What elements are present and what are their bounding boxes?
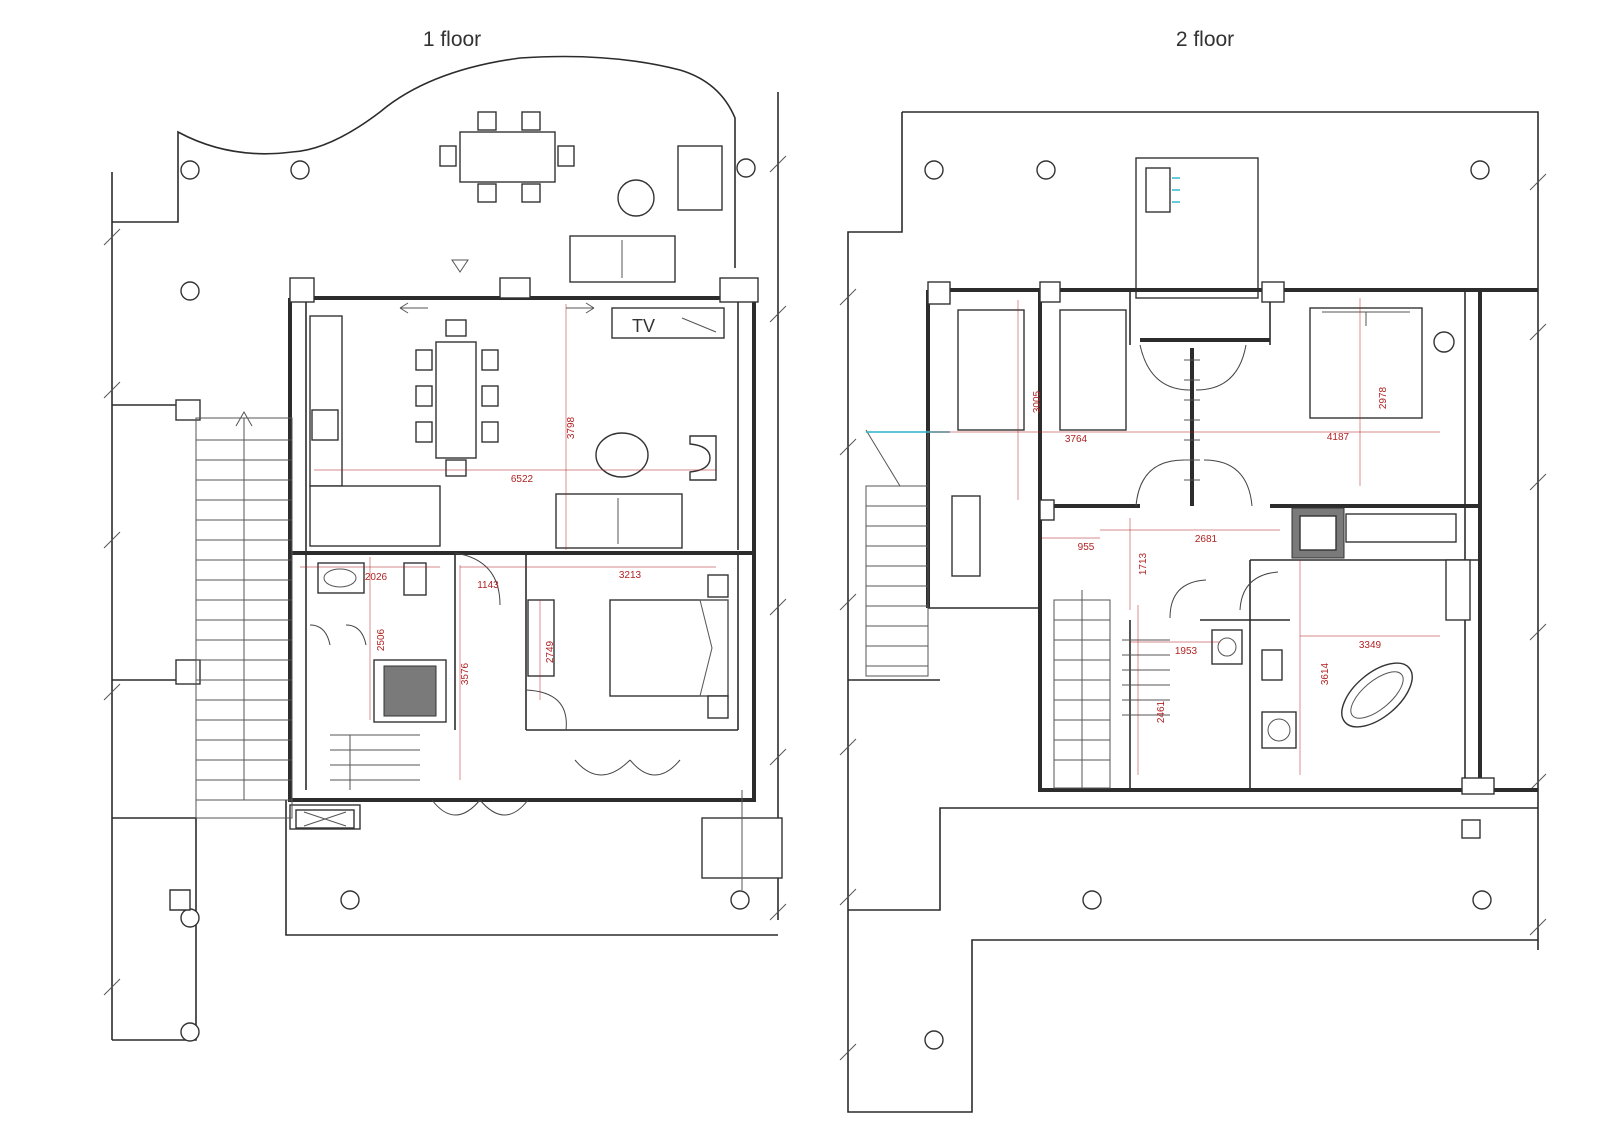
- floor-1-columns: [180, 158, 756, 1042]
- dim-3213: 3213: [619, 570, 642, 581]
- dim-3764: 3764: [1065, 434, 1088, 445]
- sliding-door-arrow-left: [399, 302, 428, 314]
- living-armchair: [689, 435, 717, 481]
- floor-2-washer: [1261, 711, 1297, 749]
- floor-2-door-arcs: [1135, 344, 1279, 619]
- dim-2681: 2681: [1195, 534, 1218, 545]
- floor-2-landing-steps: [1122, 639, 1170, 716]
- dim-4187: 4187: [1327, 432, 1350, 443]
- floor-2-bath-vanity: [1445, 559, 1471, 621]
- floor-1-bed: [609, 599, 729, 697]
- floor-1-inner-stair: [330, 734, 420, 790]
- floor-2-balcony-line: [848, 679, 1538, 911]
- floor-1-title: 1 floor: [423, 28, 481, 51]
- dim-2461: 2461: [1156, 700, 1167, 723]
- floor-2-staircase-inner: [1053, 590, 1111, 789]
- floor-1-stair-marker: [169, 889, 191, 911]
- floor-2-twin-bed-left: [957, 309, 1025, 431]
- dim-2506: 2506: [376, 628, 387, 651]
- floor-1-house-walls: [288, 296, 756, 802]
- floor-2-bedroom-lamp: [1433, 331, 1455, 353]
- floor-2-staircase-left: [865, 429, 929, 677]
- dim-2978: 2978: [1378, 386, 1389, 409]
- floor-1-nightstand-top: [707, 574, 729, 598]
- floor-1-dimension-lines: [300, 304, 716, 780]
- patio-armchair: [677, 145, 723, 211]
- floor-2-double-bed: [1309, 307, 1423, 419]
- floor-2-outline: [847, 111, 1539, 1113]
- dim-2026: 2026: [365, 572, 388, 583]
- floor-2-axis-ticks: [839, 173, 1547, 1061]
- floor-1-door-arcs: [309, 552, 681, 816]
- dim-3798: 3798: [566, 416, 577, 439]
- floor-1-shower-tray: [383, 665, 437, 717]
- dim-3005: 3005: [1032, 390, 1043, 413]
- patio-dining-table: [439, 111, 575, 203]
- floor-1-toilet: [403, 562, 427, 596]
- floor-2-columns: [924, 160, 1492, 1050]
- floor-2-roof-vent-lines: [1172, 177, 1180, 203]
- floor-2-title: 2 floor: [1176, 28, 1234, 51]
- dim-3576: 3576: [460, 662, 471, 685]
- dim-2749: 2749: [545, 640, 556, 663]
- floor-1-staircase: [195, 410, 293, 819]
- dim-955: 955: [1078, 542, 1095, 553]
- floor-2-roof-vent: [1145, 167, 1171, 213]
- dim-1713: 1713: [1138, 552, 1149, 575]
- floor-1-axis-ticks: [103, 155, 787, 996]
- floor-2-bathtub: [1341, 662, 1413, 728]
- floor-1-inner-walls: [305, 298, 739, 790]
- dim-1953: 1953: [1175, 646, 1198, 657]
- entrance-marker: [451, 259, 469, 273]
- patio-round-table: [617, 179, 655, 217]
- floor-2-small-sink: [1211, 629, 1243, 665]
- floor-1-sink: [317, 562, 365, 594]
- floor-2-toilet: [1261, 649, 1283, 681]
- floor-1-terrace-outline: [111, 55, 779, 1040]
- floor-1-plan: 1 floor: [103, 28, 787, 1042]
- dim-3614: 3614: [1320, 662, 1331, 685]
- living-sofa: [555, 493, 683, 549]
- dim-6522: 6522: [511, 474, 534, 485]
- floor-1-wardrobe: [527, 599, 555, 677]
- dim-1143: 1143: [477, 580, 499, 591]
- floor-2-wall-posts: [927, 281, 1495, 839]
- living-coffee-table: [595, 432, 649, 478]
- floor-2-bedroom-dresser: [1345, 513, 1457, 543]
- sliding-door-arrow-right: [566, 302, 595, 314]
- floor-2-desk: [951, 495, 981, 577]
- tv-unit: [611, 307, 725, 339]
- tv-label: TV: [632, 316, 655, 336]
- floor-2-dimension-lines: [930, 298, 1440, 775]
- floor-2-inner-walls: [928, 290, 1480, 790]
- floor-1-nightstand-bottom: [707, 695, 729, 719]
- kitchen-counter: [309, 315, 441, 547]
- floor-2-twin-bed-right: [1059, 309, 1127, 431]
- floor-1-terrace-lower: [112, 404, 778, 1041]
- dim-3349: 3349: [1359, 640, 1382, 651]
- floor-2-plan: 2 floor: [839, 28, 1547, 1113]
- living-dining-table: [415, 319, 499, 477]
